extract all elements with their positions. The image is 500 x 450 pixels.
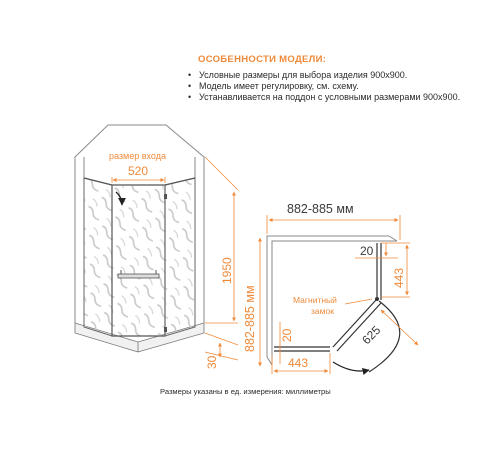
door-handle	[117, 270, 160, 279]
offset-top-dimension: 20	[360, 244, 374, 258]
feature-item: Модель имеет регулировку, см. схему.	[186, 81, 486, 92]
base-height-dimension: 30	[205, 355, 219, 369]
feature-item: Условные размеры для выбора изделия 900х…	[186, 70, 486, 81]
feature-item: Устанавливается на поддон с условными ра…	[186, 92, 486, 103]
side-bottom-dimension: 443	[288, 356, 308, 370]
front-view: размер входа 520 1950 30	[74, 124, 239, 369]
features-block: ОСОБЕННОСТИ МОДЕЛИ: Условные размеры для…	[186, 54, 486, 103]
enclosure-profile	[274, 243, 382, 352]
door-width-dimension: 625	[359, 323, 383, 347]
door-swing-arrow	[332, 361, 370, 375]
units-footnote: Размеры указаны в ед. измерения: миллиме…	[160, 387, 331, 396]
entry-width-dimension: 520	[128, 164, 148, 178]
door-swing-arrow	[115, 191, 126, 206]
width-dimension: 882-885 мм	[287, 202, 354, 216]
height-dimension: 1950	[220, 257, 234, 284]
offset-left-dimension: 20	[280, 328, 294, 342]
magnet-label: замок	[311, 306, 334, 316]
depth-dimension: 882-885 мм	[243, 285, 257, 352]
hinge-icon	[164, 194, 167, 199]
glass-panels	[83, 177, 196, 337]
hinge-icon	[164, 327, 167, 332]
features-list: Условные размеры для выбора изделия 900х…	[186, 70, 486, 103]
features-title: ОСОБЕННОСТИ МОДЕЛИ:	[198, 54, 327, 65]
wall-outline	[266, 235, 398, 366]
side-right-dimension: 443	[392, 268, 406, 288]
base-tray	[74, 322, 205, 353]
magnet-label: Магнитный	[293, 295, 337, 305]
magnetic-lock-icon	[375, 297, 379, 301]
top-view: 882-885 мм 882-885 мм 20 443 625 20 443 …	[243, 202, 419, 375]
entry-label: размер входа	[109, 151, 166, 161]
